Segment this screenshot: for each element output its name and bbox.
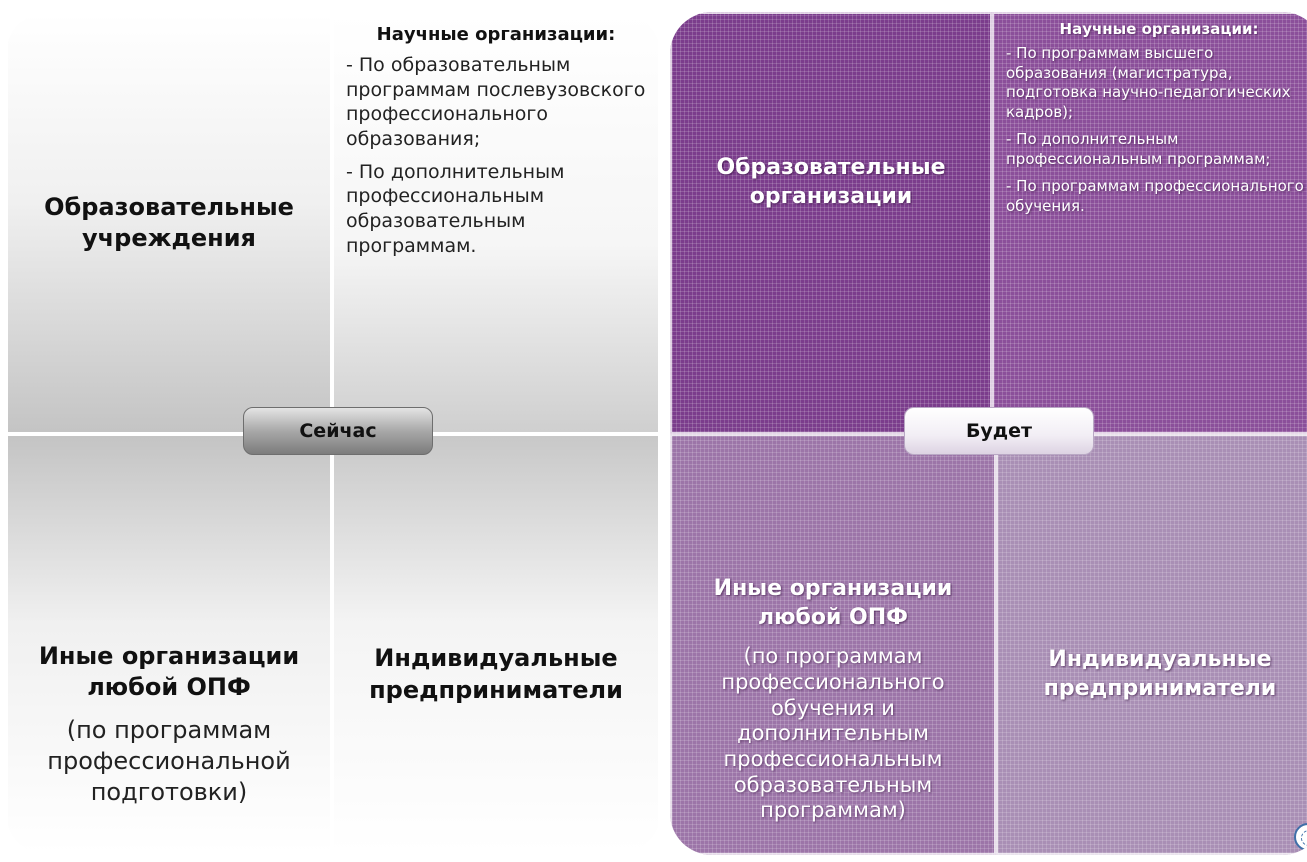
future-entrepreneurs-heading: Индивидуальные предприниматели [1043,646,1277,701]
now-entrepreneurs-heading: Индивидуальные предприниматели [369,644,623,704]
future-scientific-organizations-cell: Научные организации: - По программам выс… [992,12,1307,434]
future-scientific-item: - По дополнительным профессиональным про… [1006,130,1271,168]
future-scientific-organizations-title: Научные организации: [1059,20,1259,38]
now-other-organizations-block: Иные организации любой ОПФ (по программа… [8,481,330,809]
future-educational-organizations-heading: Образовательные организации [716,155,946,209]
future-other-organizations-block: Иные организации любой ОПФ (по программа… [672,465,994,823]
future-other-organizations-note: (по программам профессионального обучени… [721,644,945,823]
future-other-organizations-heading: Иные организации любой ОПФ [713,576,953,630]
now-other-organizations-heading: Иные организации любой ОПФ [38,641,300,701]
future-center-label: Будет [904,407,1094,455]
future-educational-organizations-cell: Образовательные организации [670,12,992,434]
now-scientific-organizations-title: Научные организации: [376,24,616,45]
now-center-label: Сейчас [243,407,433,455]
future-matrix: Образовательные организации Научные орга… [670,12,1307,855]
now-educational-institutions-heading: Образовательные учреждения [44,192,294,252]
now-other-organizations-cell: Иные организации любой ОПФ (по программа… [6,434,332,855]
now-scientific-item: - По образовательным программам послевуз… [346,54,646,151]
future-entrepreneurs-cell: Индивидуальные предприниматели [996,434,1307,855]
now-scientific-organizations-cell: Научные организации: - По образовательны… [332,12,660,434]
now-educational-institutions-cell: Образовательные учреждения [6,12,332,434]
future-other-organizations-cell: Иные организации любой ОПФ (по программа… [670,434,996,855]
future-scientific-item: - По программам профессионального обучен… [1006,177,1304,215]
now-scientific-item: - По дополнительным профессиональным обр… [346,160,565,257]
future-scientific-item: - По программам высшего образования (маг… [1006,44,1291,121]
now-other-organizations-note: (по программам профессиональной подготов… [47,715,291,807]
now-matrix: Образовательные учреждения Научные орган… [6,12,660,855]
now-entrepreneurs-cell: Индивидуальные предприниматели [332,434,660,855]
